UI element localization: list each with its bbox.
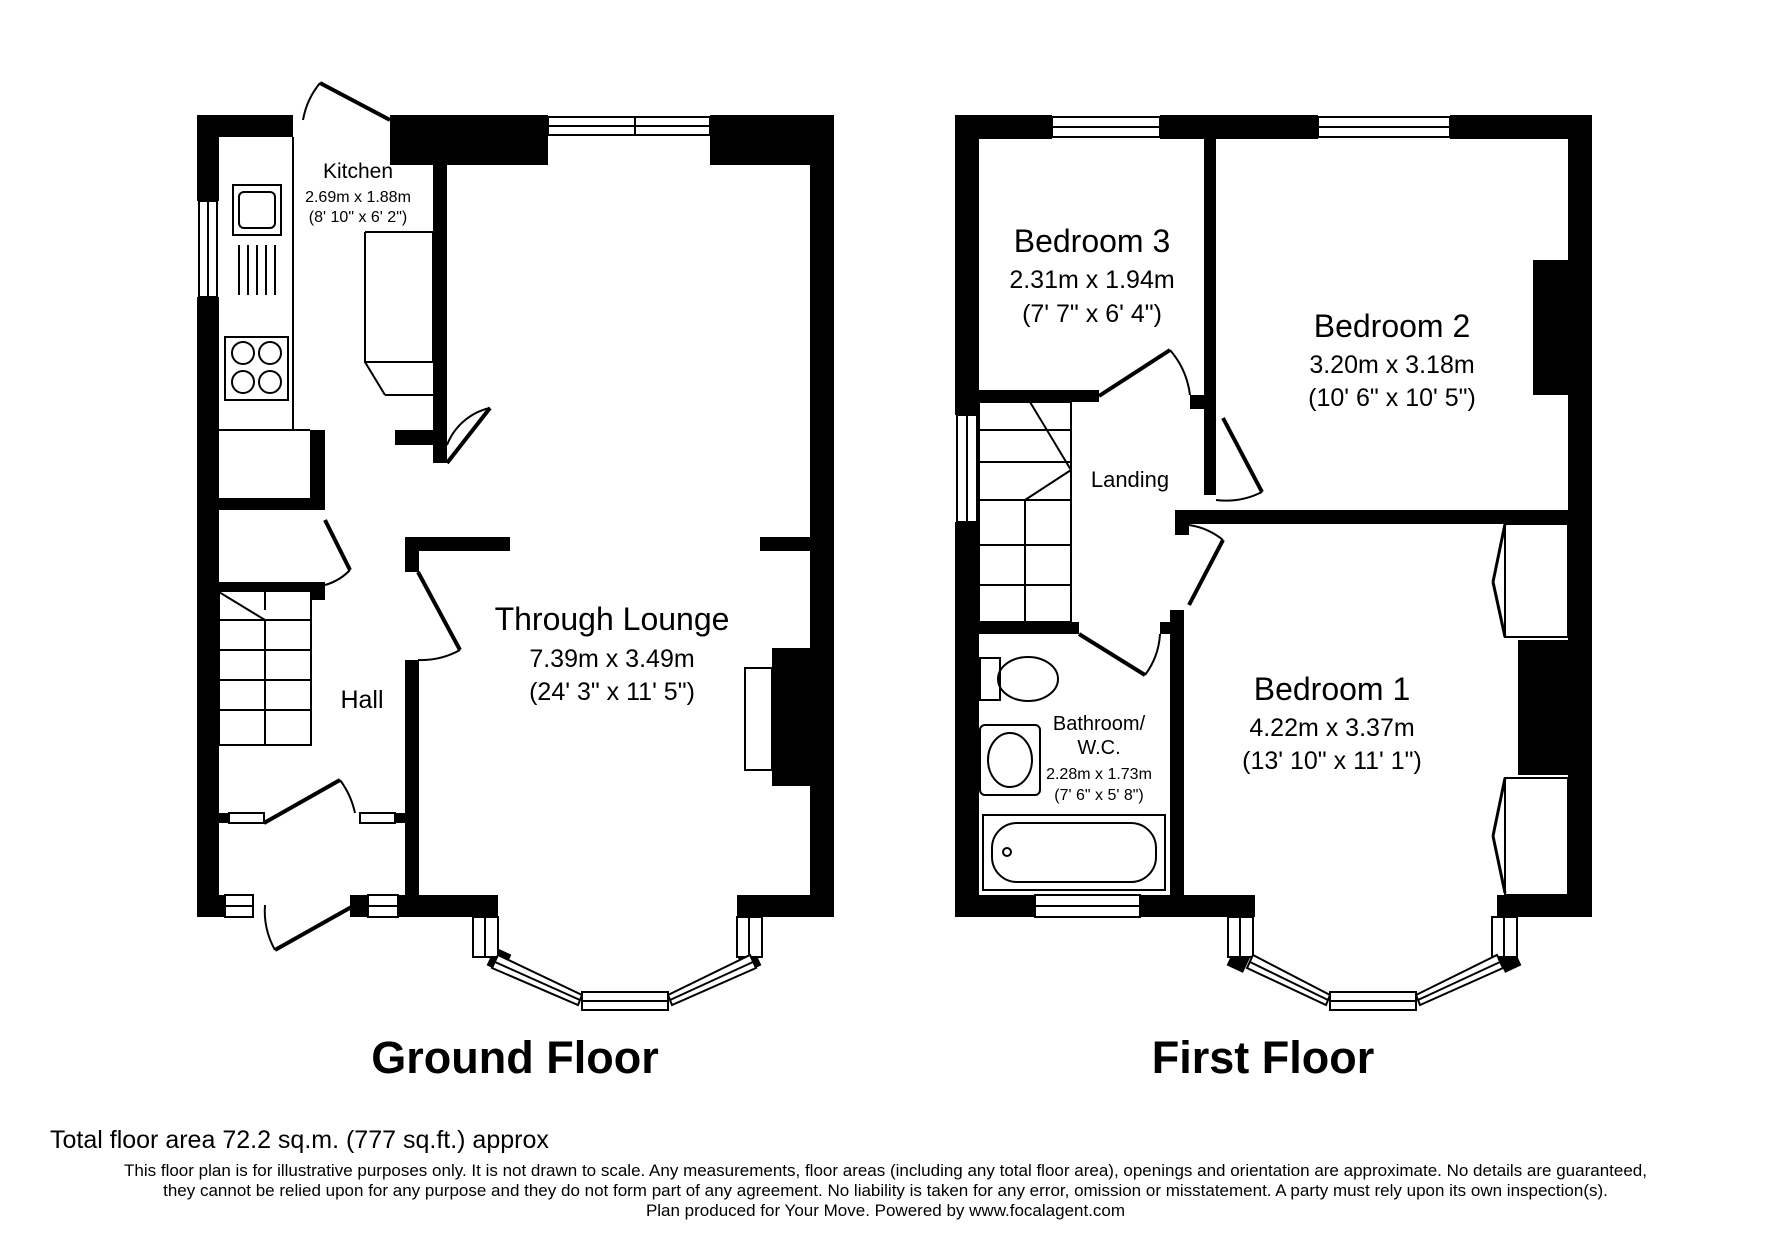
bedroom3-name: Bedroom 3 [1014, 223, 1171, 259]
ground-floor-doors [263, 81, 492, 952]
first-floor-doors [1077, 348, 1507, 894]
lounge-metric: 7.39m x 3.49m [529, 645, 694, 673]
first-floor-plan: Bedroom 3 2.31m x 1.94m (7' 7" x 6' 4") … [955, 115, 1592, 1083]
floor-plan-drawing: Kitchen 2.69m x 1.88m (8' 10" x 6' 2") H… [197, 81, 1592, 1083]
ground-floor-fittings [218, 137, 773, 771]
bedroom2-imperial: (10' 6" x 10' 5") [1308, 384, 1476, 412]
ground-floor-walls [197, 115, 834, 973]
bathroom-name-line1: Bathroom/ [1053, 713, 1146, 735]
hall-name: Hall [340, 686, 383, 714]
ground-floor-labels: Kitchen 2.69m x 1.88m (8' 10" x 6' 2") H… [305, 160, 729, 1083]
first-floor-walls [955, 115, 1592, 973]
landing-name: Landing [1091, 467, 1169, 492]
disclaimer-line-2: they cannot be relied upon for any purpo… [163, 1181, 1608, 1200]
kitchen-imperial: (8' 10" x 6' 2") [309, 209, 407, 226]
bedroom2-name: Bedroom 2 [1314, 308, 1471, 344]
kitchen-name: Kitchen [323, 160, 393, 183]
lounge-imperial: (24' 3" x 11' 5") [529, 678, 695, 706]
bathroom-imperial: (7' 6" x 5' 8") [1054, 787, 1144, 804]
credit-line: Plan produced for Your Move. Powered by … [645, 1201, 1126, 1220]
kitchen-metric: 2.69m x 1.88m [305, 189, 411, 206]
lounge-name: Through Lounge [495, 601, 730, 637]
disclaimer-line-1: This floor plan is for illustrative purp… [124, 1161, 1647, 1180]
first-floor-windows [956, 116, 1518, 1011]
first-floor-labels: Bedroom 3 2.31m x 1.94m (7' 7" x 6' 4") … [1009, 223, 1476, 1083]
ground-floor-windows [198, 116, 763, 1011]
bedroom3-metric: 2.31m x 1.94m [1009, 266, 1174, 294]
bedroom3-imperial: (7' 7" x 6' 4") [1022, 300, 1162, 328]
bedroom1-name: Bedroom 1 [1254, 671, 1411, 707]
total-floor-area: Total floor area 72.2 sq.m. (777 sq.ft.)… [50, 1126, 549, 1154]
bathroom-name-line2: W.C. [1077, 737, 1120, 759]
bathroom-metric: 2.28m x 1.73m [1046, 766, 1152, 783]
ground-floor-plan: Kitchen 2.69m x 1.88m (8' 10" x 6' 2") H… [197, 81, 834, 1083]
bedroom1-imperial: (13' 10" x 11' 1") [1242, 747, 1422, 775]
first-floor-title: First Floor [1152, 1032, 1375, 1083]
ground-floor-title: Ground Floor [371, 1032, 658, 1083]
bedroom1-metric: 4.22m x 3.37m [1249, 714, 1414, 742]
first-floor-fittings [978, 401, 1569, 896]
bedroom2-metric: 3.20m x 3.18m [1309, 351, 1474, 379]
